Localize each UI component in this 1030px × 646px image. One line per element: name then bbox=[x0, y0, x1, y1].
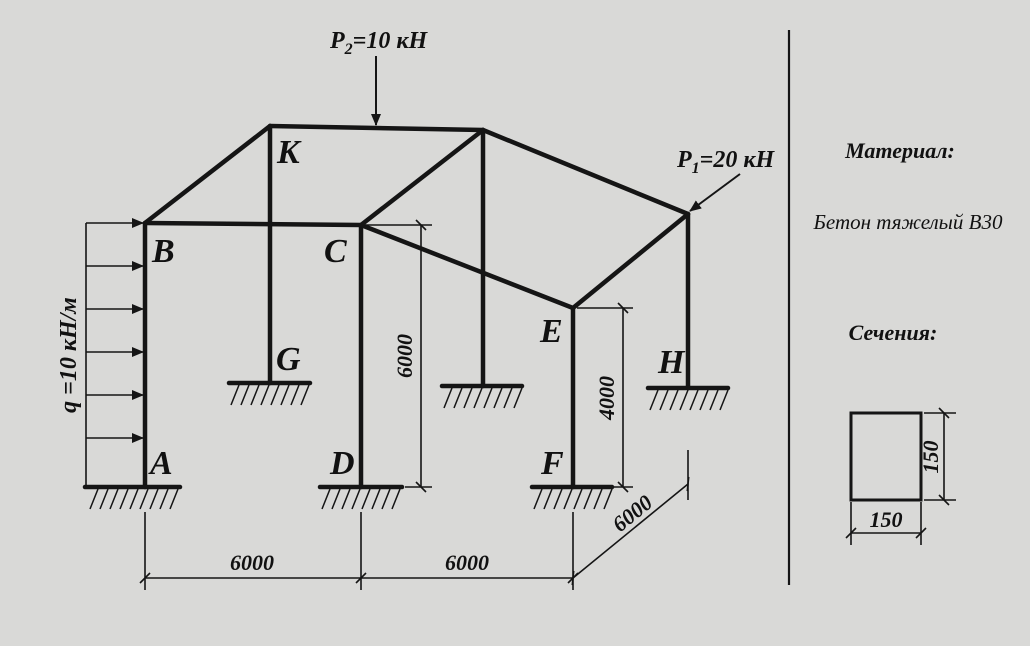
support-h bbox=[645, 385, 731, 411]
dimension-label-span-bc: 6000 bbox=[230, 550, 274, 575]
node-label-h: H bbox=[657, 344, 686, 381]
support-f bbox=[529, 484, 615, 510]
node-label-b: B bbox=[151, 233, 175, 270]
p2-value: =10 кН bbox=[353, 28, 429, 54]
p1-arrow bbox=[689, 173, 741, 212]
p1-value: =20 кН bbox=[700, 147, 776, 173]
p1-prefix: P bbox=[676, 147, 692, 173]
node-label-a: A bbox=[148, 445, 173, 482]
beam-c-rear bbox=[358, 127, 486, 228]
support-d bbox=[317, 484, 405, 510]
node-label-c: C bbox=[324, 233, 347, 270]
node-label-k: K bbox=[276, 134, 302, 171]
beam-eh bbox=[570, 211, 691, 311]
beam-bc bbox=[142, 220, 364, 228]
distributed-load bbox=[85, 218, 144, 487]
p1-subscript: 1 bbox=[692, 160, 700, 177]
node-label-e: E bbox=[539, 313, 563, 350]
p1-label: P1=20 кН bbox=[676, 147, 776, 177]
support-a bbox=[82, 484, 183, 510]
dimension-label-height-cd: 6000 bbox=[392, 334, 417, 378]
dimension-label-span-ce: 6000 bbox=[445, 550, 489, 575]
dimension-spans bbox=[139, 512, 579, 590]
beam-rear-h bbox=[480, 127, 691, 217]
support-g bbox=[226, 380, 313, 406]
section-square bbox=[849, 411, 923, 502]
dimension-label-height-ef: 4000 bbox=[594, 376, 619, 421]
support-rear-middle bbox=[439, 383, 525, 409]
frame-members bbox=[142, 123, 691, 490]
dimension-depth bbox=[571, 450, 690, 586]
section-dimensions bbox=[845, 407, 956, 545]
p2-subscript: 2 bbox=[344, 41, 353, 58]
section-height-label: 150 bbox=[918, 441, 943, 474]
beam-k-rear bbox=[267, 123, 486, 133]
material-heading: Материал: bbox=[844, 138, 955, 163]
q-load-label: q =10 кН/м bbox=[56, 297, 82, 413]
section-width-label: 150 bbox=[870, 507, 903, 532]
beam-ce bbox=[358, 222, 576, 311]
dimension-height-cd bbox=[365, 219, 432, 493]
section-heading: Сечения: bbox=[849, 320, 938, 345]
material-value: Бетон тяжелый В30 bbox=[813, 210, 1003, 234]
node-label-f: F bbox=[540, 445, 564, 482]
node-label-d: D bbox=[329, 445, 355, 482]
p2-prefix: P bbox=[329, 28, 345, 54]
beam-bk bbox=[142, 123, 273, 226]
node-label-g: G bbox=[276, 341, 301, 378]
p2-label: P2=10 кН bbox=[329, 28, 429, 58]
